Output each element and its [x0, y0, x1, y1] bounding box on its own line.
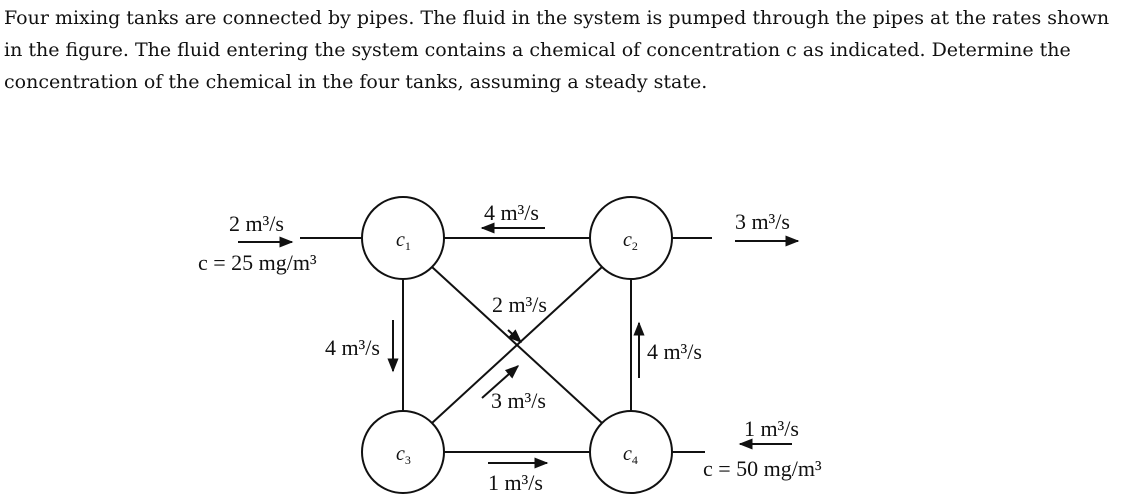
- c3-to-c2-arrow: [481, 365, 520, 399]
- c3-to-c2-label: 3 m³/s: [491, 388, 546, 413]
- inflow-conc-label: c = 25 mg/m³: [198, 250, 317, 275]
- inflow2-rate-label: 1 m³/s: [744, 416, 799, 441]
- tank-c4-label: c4: [623, 443, 638, 467]
- c2-to-c1-label: 4 m³/s: [484, 200, 539, 225]
- tank-c2-label: c2: [623, 229, 638, 253]
- problem-statement: Four mixing tanks are connected by pipes…: [4, 7, 1110, 93]
- c4-to-c2-label: 4 m³/s: [647, 339, 702, 364]
- tank-c3-label: c3: [396, 443, 411, 467]
- outflow-rate-label: 3 m³/s: [735, 209, 790, 234]
- tank-c2: [589, 196, 673, 280]
- tank-c3: [361, 410, 445, 494]
- inflow-rate-label: 2 m³/s: [229, 211, 284, 236]
- inflow2-conc-label: c = 50 mg/m³: [703, 456, 822, 481]
- tank-c1: [361, 196, 445, 280]
- tank-c4: [589, 410, 673, 494]
- pipe-c3-c2: [431, 266, 603, 424]
- c1-to-c3-label: 4 m³/s: [325, 335, 380, 360]
- tank-c1-label: c1: [396, 229, 411, 253]
- c1-to-c4-label: 2 m³/s: [492, 292, 547, 317]
- c3-to-c4-label: 1 m³/s: [488, 470, 543, 495]
- c1-to-c4-arrow: [507, 329, 523, 343]
